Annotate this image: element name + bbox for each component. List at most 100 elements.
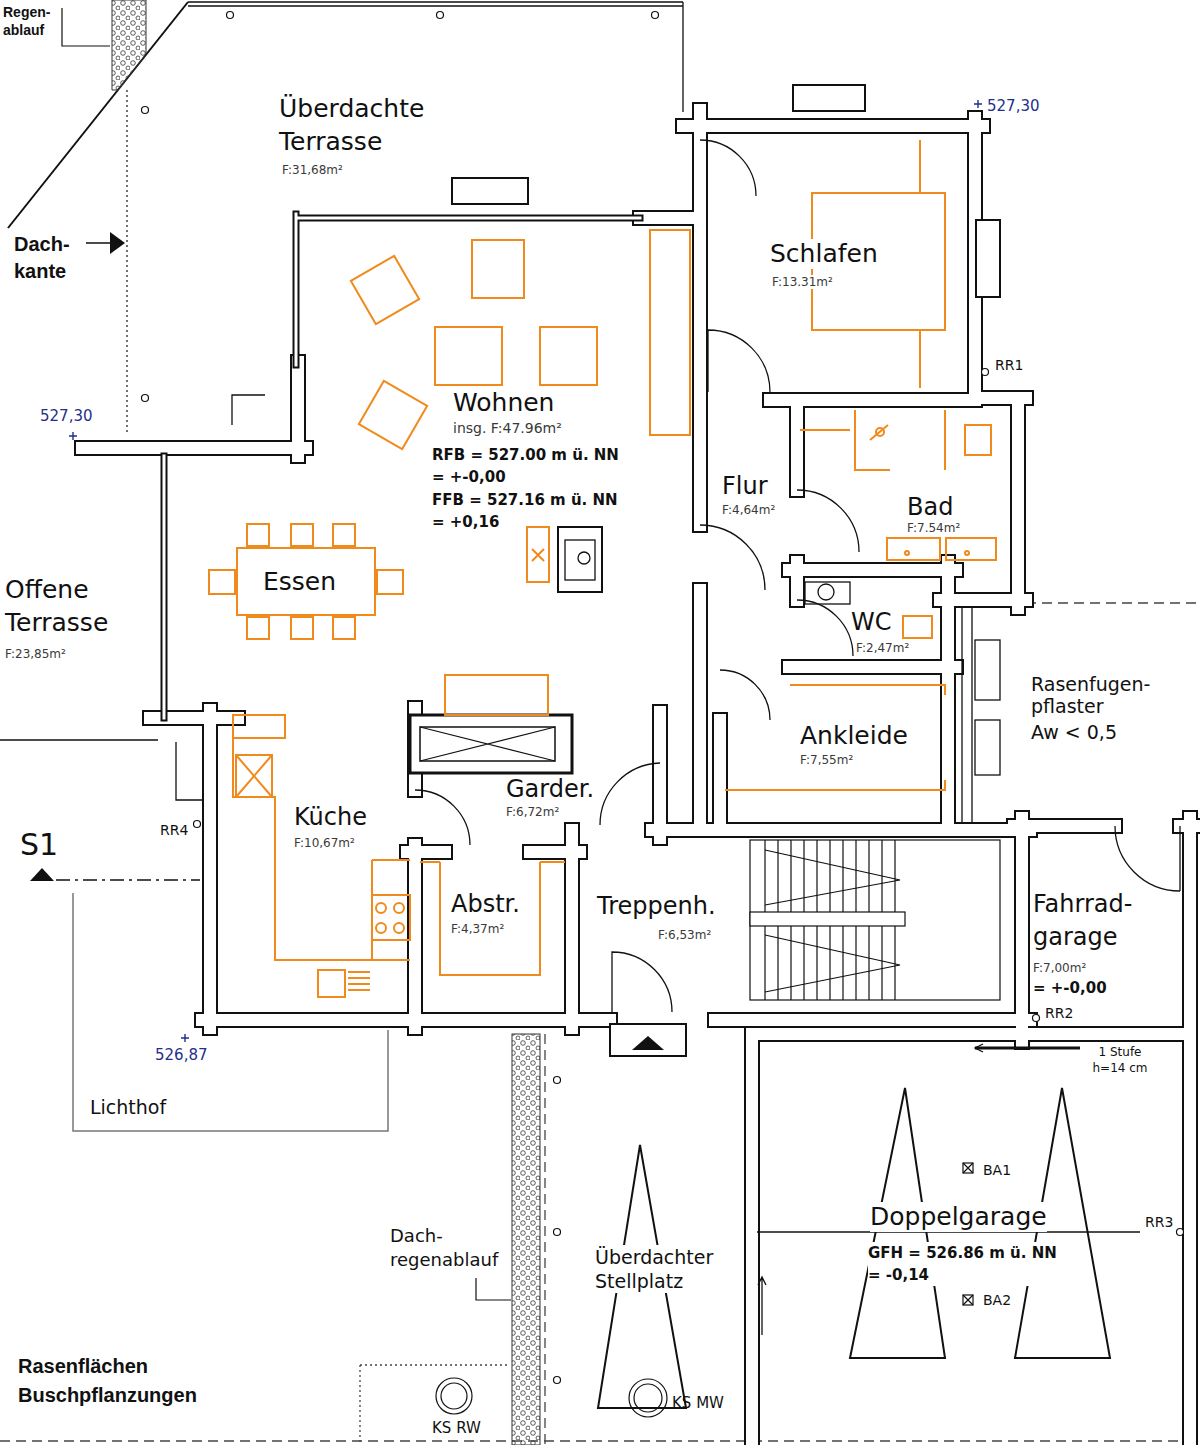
drain-point	[441, 1383, 467, 1409]
room-area: SchlafenF:13.31m²	[770, 239, 878, 289]
furniture	[333, 617, 355, 639]
staircase	[750, 912, 905, 926]
room-name: Schlafen	[770, 239, 878, 269]
column	[437, 12, 444, 19]
furniture	[435, 327, 502, 385]
level-note: FFB = 527.16 m ü. NN = +0,16	[432, 489, 630, 533]
drain-point	[982, 369, 989, 376]
furniture	[905, 551, 909, 555]
drain-point	[963, 1295, 973, 1305]
step-note: 1 Stufe h=14 cm	[1086, 1044, 1154, 1076]
area-value: F:2,47m²	[856, 641, 909, 655]
room-area: Abstr.F:4,37m²	[451, 890, 520, 936]
furniture	[532, 549, 544, 561]
drain-tag: RR2	[1045, 1005, 1073, 1022]
drain-point	[1177, 1229, 1184, 1236]
drain-point	[194, 369, 1184, 1418]
drain-point	[629, 1379, 667, 1417]
drain-point	[194, 821, 201, 828]
fixture	[565, 540, 595, 580]
wall	[164, 214, 640, 718]
shaft-tag: KS MW	[672, 1394, 724, 1412]
furniture	[359, 381, 427, 449]
wall	[82, 110, 1198, 1445]
ground-lines	[360, 1365, 510, 1445]
area-value: insg. F:47.96m²	[453, 420, 562, 437]
furniture	[876, 428, 884, 436]
door-swing	[797, 490, 859, 552]
level-note: = +-0,00	[1033, 979, 1107, 997]
furniture	[372, 895, 410, 940]
column	[652, 12, 659, 19]
callout-note: Regen- ablauf	[3, 3, 59, 39]
furniture	[919, 140, 921, 388]
room-area: KücheF:10,67m²	[294, 803, 367, 850]
area-value: F:7,00m²	[1033, 961, 1086, 975]
furniture	[237, 548, 375, 615]
level-note: RFB = 527.00 m ü. NN = +-0,00	[432, 444, 630, 488]
fixture	[578, 552, 590, 564]
staircase	[765, 850, 900, 992]
room-area: FlurF:4,64m²	[722, 472, 776, 517]
window	[976, 220, 1000, 297]
door-swing	[720, 670, 770, 720]
room-name: Ankleide	[800, 721, 908, 751]
window	[975, 640, 1000, 700]
area-value: F:4,37m²	[451, 922, 504, 936]
furniture	[377, 570, 403, 594]
room-area: Wohneninsg. F:47.96m²RFB = 527.00 m ü. N…	[432, 388, 630, 533]
room-name: Lichthof	[90, 1096, 166, 1119]
room-area: DoppelgarageGFH = 526.86 m ü. NN = -0,14	[868, 1202, 1066, 1286]
furniture	[800, 410, 945, 470]
column	[554, 1077, 561, 1084]
elevation-value: 527,30	[40, 407, 93, 425]
room-area: Lichthof	[90, 1096, 167, 1119]
area-value: F:6,72m²	[506, 805, 559, 819]
furniture	[376, 923, 386, 933]
drain-point	[963, 1163, 973, 1173]
drain-point	[1033, 1015, 1040, 1022]
storage-unit	[410, 715, 572, 773]
wall	[176, 395, 972, 822]
room-name: Überdachte Terrasse	[279, 92, 457, 158]
storage-unit	[420, 727, 555, 761]
wall	[82, 110, 1198, 1445]
furniture	[965, 551, 969, 555]
callout-note: Dach- regenablauf	[390, 1224, 505, 1272]
furniture	[209, 570, 235, 594]
section-and-courtyard	[73, 893, 388, 1131]
furniture	[725, 685, 945, 790]
furniture	[351, 256, 419, 324]
window	[975, 720, 1000, 775]
furniture	[291, 617, 313, 639]
door-swing	[1115, 826, 1180, 891]
area-value: F:10,67m²	[294, 836, 355, 850]
furniture	[394, 923, 404, 933]
area-value: F:4,64m²	[722, 503, 775, 517]
rain-drain-strip	[476, 1034, 540, 1445]
furniture	[527, 527, 549, 582]
furniture	[394, 903, 404, 913]
drain-point	[436, 1378, 472, 1414]
room-name: WC	[851, 608, 892, 637]
room-name: Flur	[722, 472, 768, 501]
area-value: F:6,53m²	[658, 928, 711, 942]
entrance-marker	[610, 1024, 686, 1056]
section-and-courtyard	[30, 868, 54, 881]
room-area: Offene TerrasseF:23,85m²	[5, 573, 145, 661]
room-area: BadF:7.54m²	[907, 493, 961, 535]
fixture	[818, 584, 834, 600]
door-swing	[612, 952, 672, 1012]
ground-lines	[0, 739, 158, 741]
drain-tag: BA2	[983, 1292, 1011, 1309]
column	[554, 1377, 561, 1384]
level-note: GFH = 526.86 m ü. NN = -0,14	[868, 1242, 1066, 1286]
room-name: Bad	[907, 493, 953, 522]
column	[142, 12, 659, 1384]
fixture	[558, 527, 602, 592]
wall	[82, 110, 1198, 1445]
column	[227, 12, 234, 19]
room-name: Garder.	[506, 775, 594, 804]
elevation-marker	[69, 432, 77, 440]
